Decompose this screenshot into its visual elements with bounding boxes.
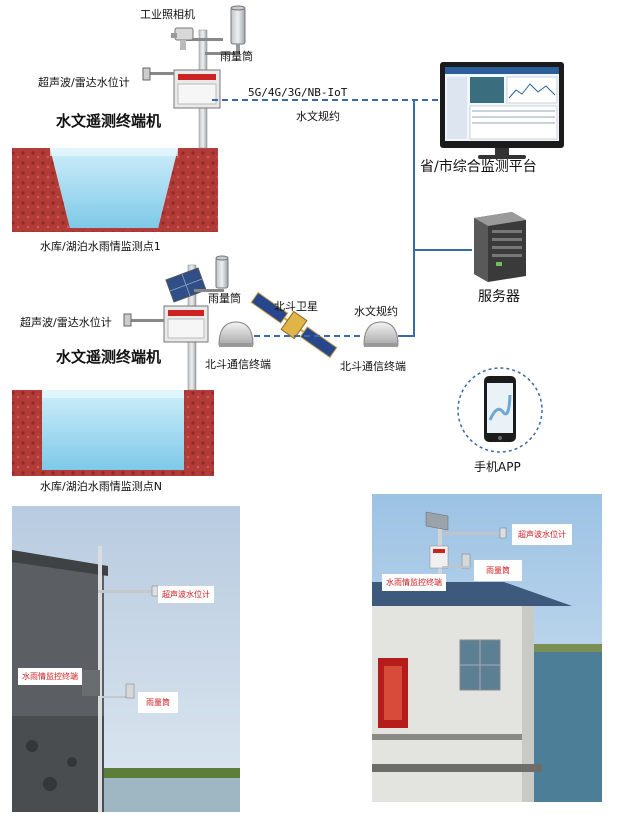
mast-n (123, 255, 254, 391)
photo-right-terminal-label: 水雨情监控终端 (382, 574, 446, 591)
satellite-label: 北斗卫星 (274, 300, 318, 313)
rain-gauge-n-icon (194, 255, 229, 292)
platform-label: 省/市综合监测平台 (420, 159, 537, 175)
photo-right: 超声波水位计 水雨情监控终端 雨量筒 (372, 494, 602, 802)
rain-gauge-label-1: 雨量筒 (220, 50, 253, 63)
telemetry-terminal-n-icon (163, 305, 209, 343)
protocol-label-2: 水文规约 (354, 305, 398, 318)
photo-left-rain-gauge-label: 雨量筒 (138, 692, 178, 713)
level-meter-icon (142, 67, 174, 81)
terminal-label-n: 水文遥测终端机 (56, 348, 162, 366)
terminal-label-1: 水文遥测终端机 (56, 112, 162, 130)
photo-right-ultrasonic-label: 超声波水位计 (512, 524, 572, 545)
level-meter-label-n: 超声波/雷达水位计 (20, 316, 112, 329)
network-label: 5G/4G/3G/NB-IoT (248, 86, 348, 99)
photo-right-scene (372, 494, 602, 802)
level-meter-n-icon (123, 313, 164, 327)
level-meter-label-1: 超声波/雷达水位计 (38, 76, 130, 89)
rain-gauge-label-n: 雨量筒 (208, 292, 241, 305)
solar-panel-icon (165, 267, 207, 303)
platform-monitor-icon (440, 62, 564, 159)
reservoir-n (12, 390, 214, 476)
protocol-label-1: 水文规约 (296, 110, 340, 123)
mast-1 (142, 5, 246, 149)
mobile-app-icon (457, 367, 543, 453)
server-label: 服务器 (478, 289, 520, 305)
photo-left-terminal-label: 水雨情监控终端 (18, 668, 82, 685)
photo-left-scene (12, 506, 240, 812)
reservoir-1 (12, 148, 218, 232)
rain-gauge-icon (230, 5, 246, 54)
industrial-camera-icon (171, 27, 194, 50)
beidou-receiver-dome-icon (363, 321, 399, 347)
receiver-terminal-label: 北斗通信终端 (340, 360, 406, 373)
beidou-terminal-label-n: 北斗通信终端 (205, 358, 271, 371)
photo-left-ultrasonic-label: 超声波水位计 (158, 586, 214, 603)
beidou-satellite-icon (250, 291, 338, 359)
photo-right-rain-gauge-label: 雨量筒 (474, 560, 522, 581)
camera-label: 工业照相机 (140, 8, 195, 21)
telemetry-terminal-icon (173, 69, 221, 109)
diagram-graphics (12, 5, 564, 476)
server-icon (474, 212, 526, 282)
photo-left: 超声波水位计 水雨情监控终端 雨量筒 (12, 506, 240, 812)
site1-caption: 水库/湖泊水雨情监测点1 (40, 240, 161, 253)
app-label: 手机APP (474, 460, 521, 474)
site-n-caption: 水库/湖泊水雨情监测点N (40, 480, 162, 493)
trunk-line (398, 100, 415, 337)
beidou-terminal-dome-icon (218, 321, 254, 347)
